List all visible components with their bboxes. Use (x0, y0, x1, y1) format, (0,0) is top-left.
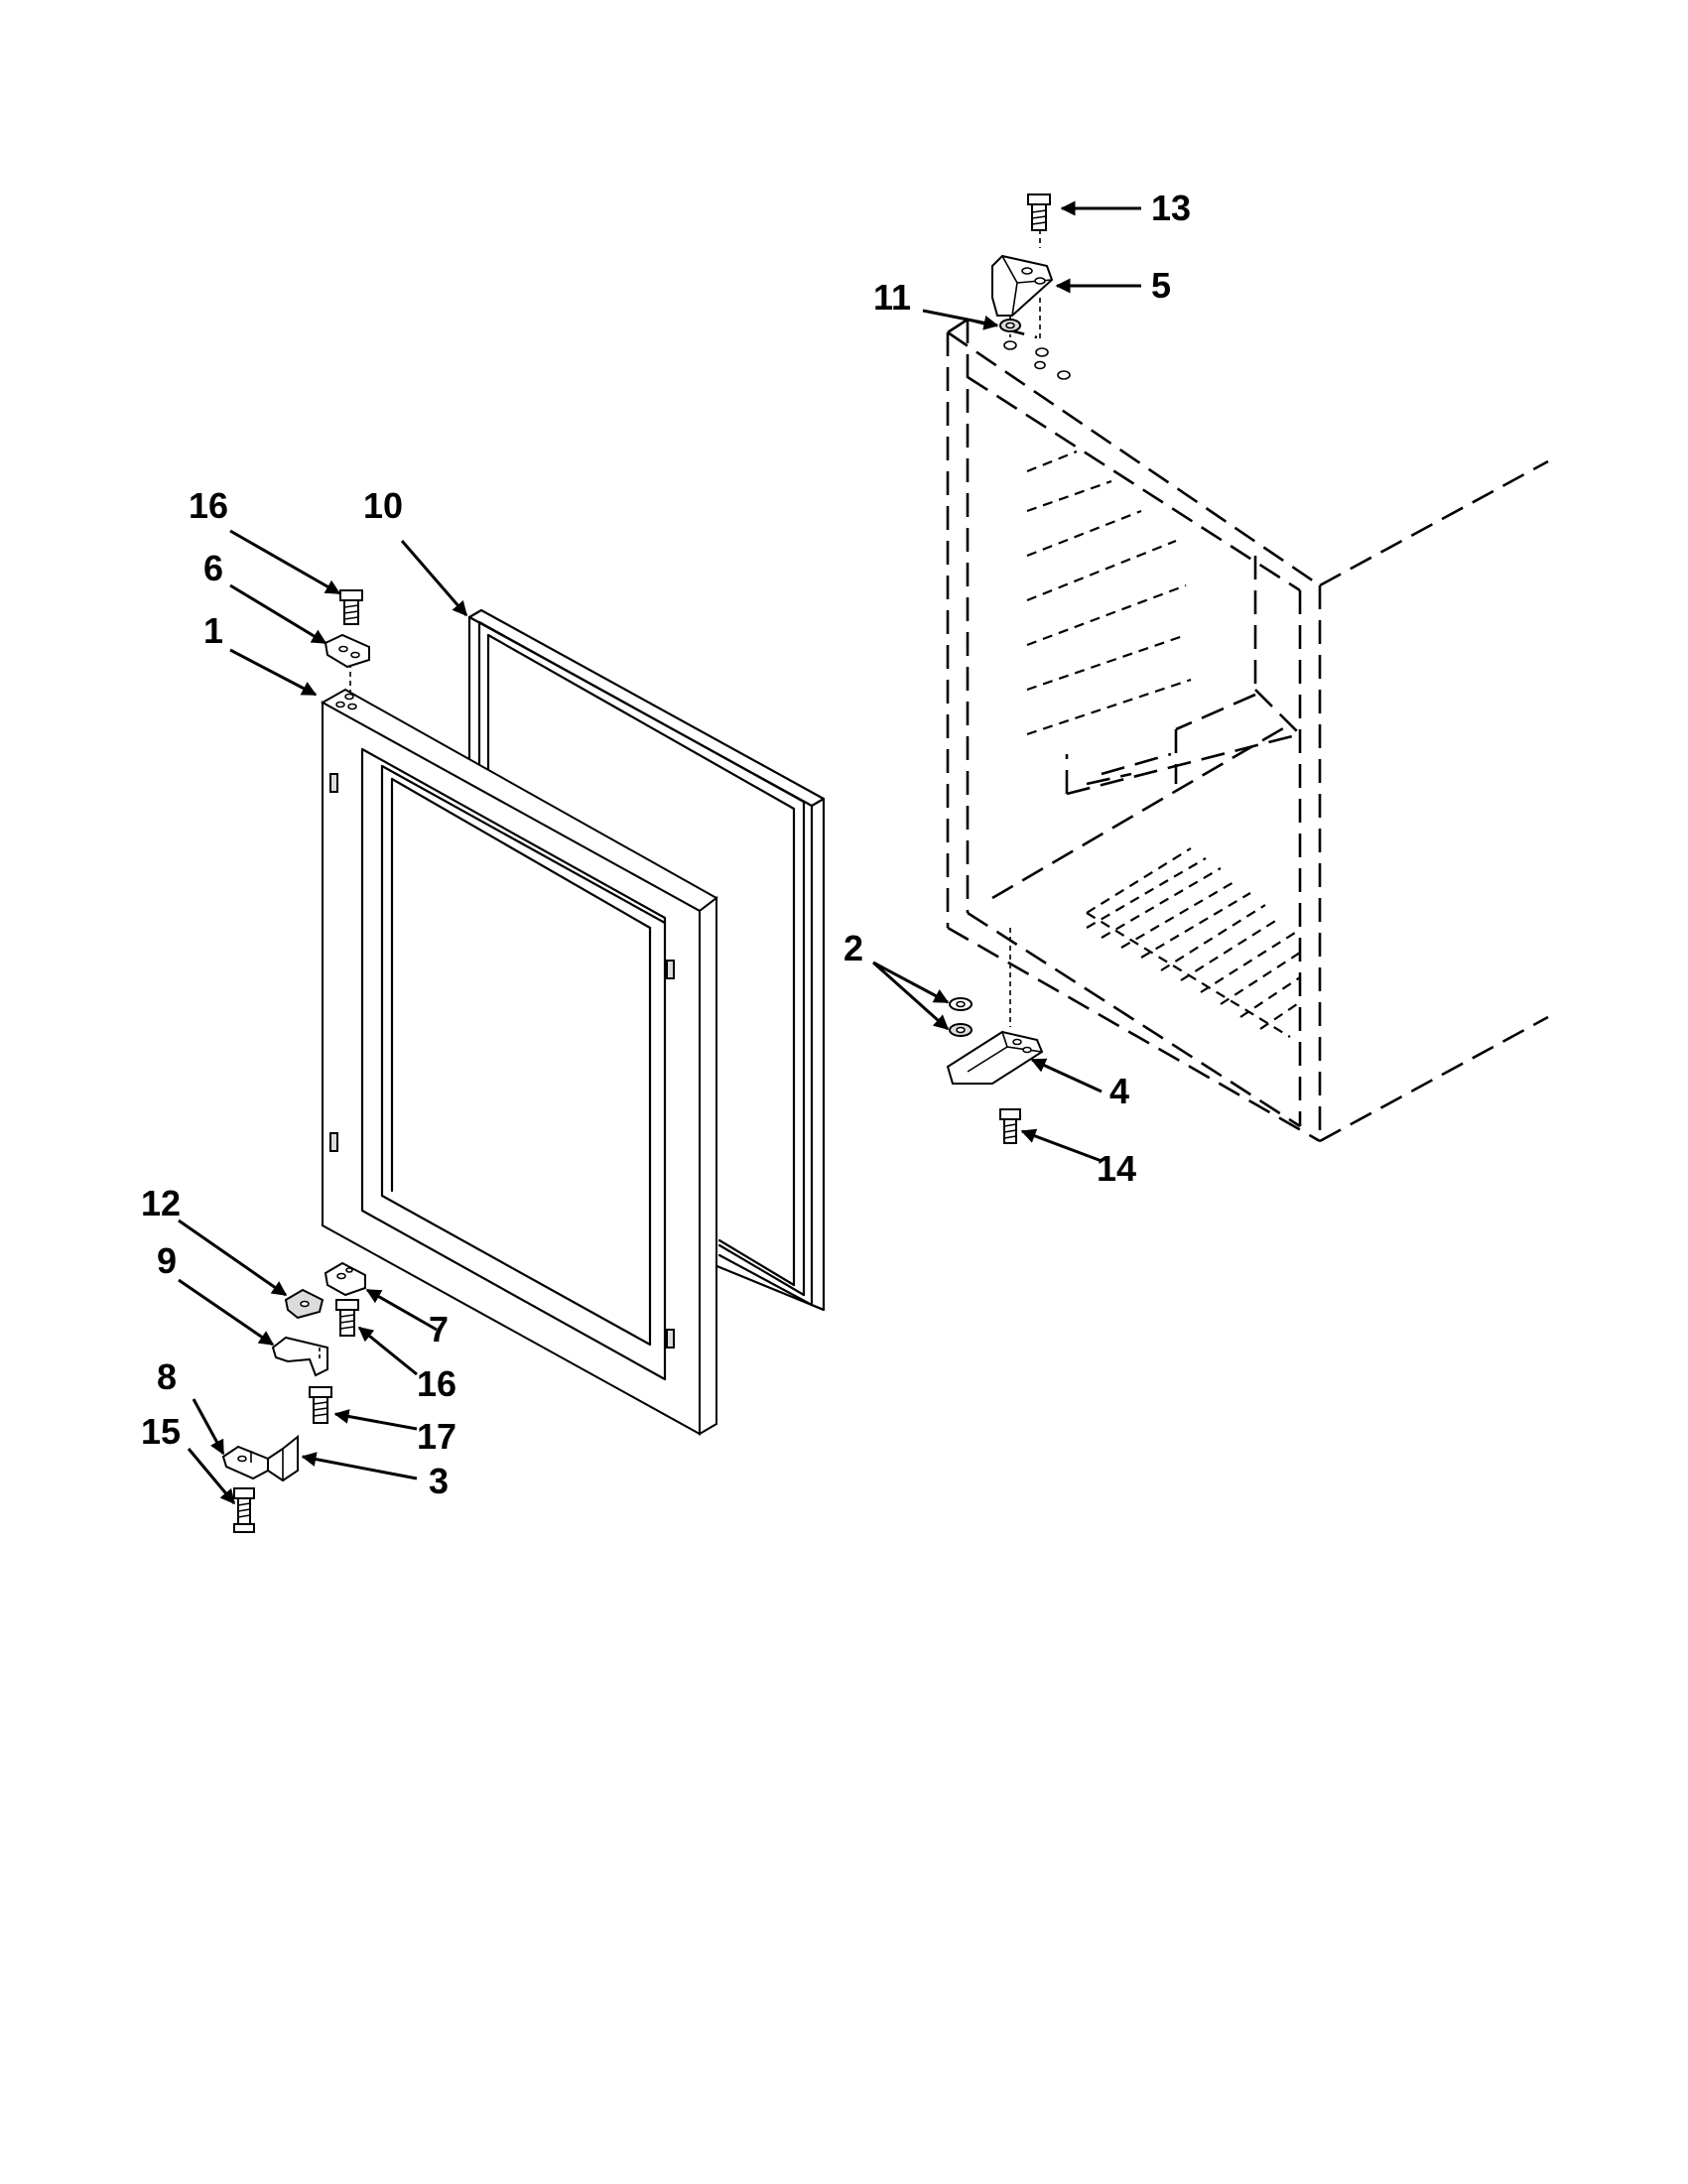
screw-14 (999, 1108, 1021, 1144)
callout-10: 10 (363, 485, 403, 526)
callout-17: 17 (417, 1416, 456, 1457)
washer-11 (999, 319, 1021, 332)
screw-16-bottom (335, 1299, 359, 1337)
cabinet-outline (946, 220, 1549, 1143)
callout-2: 2 (844, 928, 863, 968)
shim-12 (284, 1288, 325, 1320)
callout-9: 9 (157, 1240, 177, 1281)
bracket-9 (271, 1336, 328, 1377)
callout-16-top: 16 (189, 485, 228, 526)
washers-2 (949, 997, 973, 1037)
callout-3: 3 (429, 1461, 449, 1501)
screw-13 (1027, 193, 1051, 231)
callout-6: 6 (203, 548, 223, 588)
callout-11: 11 (873, 277, 911, 318)
screw-17 (309, 1386, 332, 1424)
screw-15 (233, 1487, 255, 1533)
callout-5: 5 (1151, 265, 1171, 306)
callout-8: 8 (157, 1356, 177, 1397)
callout-7: 7 (429, 1309, 449, 1349)
bottom-hinge-4 (946, 1030, 1044, 1085)
callout-13: 13 (1151, 188, 1191, 228)
callout-1: 1 (203, 610, 223, 651)
callout-16-bottom: 16 (417, 1363, 456, 1404)
top-hinge-5 (991, 254, 1054, 317)
callout-14: 14 (1097, 1148, 1136, 1189)
screw-16-top (339, 589, 363, 625)
callout-4: 4 (1109, 1071, 1129, 1111)
door-frame-1 (320, 645, 718, 1436)
plate-8 (221, 1445, 269, 1480)
callout-12: 12 (141, 1183, 181, 1223)
callout-15: 15 (141, 1411, 181, 1452)
door-hinge-6 (324, 633, 370, 669)
leader-lines (178, 200, 1141, 1505)
bracket-3 (267, 1434, 299, 1482)
door-hinge-7 (324, 1261, 366, 1297)
